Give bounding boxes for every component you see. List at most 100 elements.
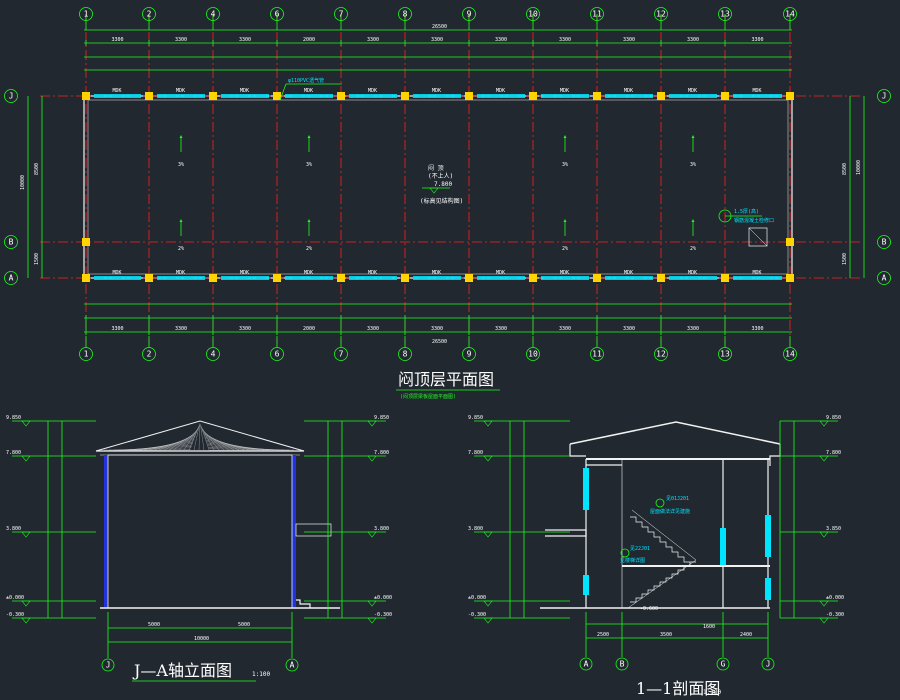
plan-column (145, 274, 153, 282)
plan-column (465, 274, 473, 282)
axis-label-top: 4 (211, 10, 216, 19)
axis-label-bottom: 12 (656, 350, 666, 359)
slope-arrows: 3%2%3%2%3%2%3%2% (178, 135, 696, 252)
level-label-left: ±0.000 (468, 595, 486, 601)
plan-column (529, 92, 537, 100)
plan-column (273, 274, 281, 282)
elev-step (296, 599, 311, 608)
axis-label-top: 13 (720, 10, 730, 19)
span-dim-top: 3300 (239, 37, 251, 43)
span-dim-top: 2000 (303, 37, 315, 43)
window-label: MDK (240, 88, 249, 94)
level-mark-icon (367, 617, 377, 624)
level-label-right: ±0.000 (374, 595, 392, 601)
axis-label-bottom: 6 (275, 350, 280, 359)
section-scale: 1:100 (703, 689, 721, 696)
sect-axis-bubble (615, 657, 629, 671)
stair-level: -0.600 (640, 606, 658, 612)
plan-column (786, 238, 794, 246)
span-dim-bottom: 3300 (367, 326, 379, 332)
level-mark-icon (819, 600, 829, 607)
plan-column (721, 92, 729, 100)
level-label-right: 7.800 (374, 450, 389, 456)
axis-bubble (783, 347, 797, 361)
level-label-right: 9.850 (374, 415, 389, 421)
axis-bubble (877, 235, 891, 249)
level-mark-icon (21, 617, 31, 624)
plan-window (94, 94, 141, 98)
plan-window (285, 94, 333, 98)
level-mark-icon (819, 420, 829, 427)
dim-side-10000: 10000 (20, 175, 26, 190)
plan-window (157, 94, 205, 98)
axis-bubble (654, 7, 668, 21)
roof-tile-line (183, 427, 199, 451)
axis-label-bottom: 2 (147, 350, 152, 359)
axis-bubble (877, 271, 891, 285)
sect-window-J-lower (765, 578, 771, 600)
center-level: 7.800 (434, 181, 452, 188)
level-mark-icon (21, 455, 31, 462)
elev-wall (107, 454, 293, 609)
axis-label-top: 6 (275, 10, 280, 19)
slope-arrow-head (307, 219, 311, 222)
window-label: MDK (688, 270, 697, 276)
sect-note-2: 屋面做法详见建施 (650, 508, 690, 515)
roof-tile-line (208, 447, 285, 451)
sect-axis-bubble (579, 657, 593, 671)
plan-column (209, 92, 217, 100)
section-drawing: -0.600 见01J201 屋面做法详见建施 见22J01 见楼梯详图 9.8… (468, 415, 844, 698)
sect-window-G (720, 528, 726, 566)
plan-window (349, 94, 397, 98)
slope-arrow-head (563, 135, 567, 138)
plan-column (82, 274, 90, 282)
axis-bubble (526, 7, 540, 21)
roof-tile-line (158, 434, 196, 451)
elevation-title: J—A轴立面图 (132, 661, 232, 680)
dim-side-right-1500: 1500 (842, 253, 848, 265)
axis-bubble (4, 89, 18, 103)
window-label: MDK (176, 88, 185, 94)
axis-bubble (526, 347, 540, 361)
axis-label-bottom: 4 (211, 350, 216, 359)
sect-note-4: 见楼梯详图 (620, 557, 645, 564)
plan-column (465, 92, 473, 100)
axis-bubble (398, 7, 412, 21)
level-label-left: 9.850 (6, 415, 21, 421)
plan-window (413, 94, 461, 98)
axis-label-top: 12 (656, 10, 666, 19)
span-dim-bottom: 3300 (559, 326, 571, 332)
axis-label-top: 9 (467, 10, 472, 19)
level-label-left: 3.800 (468, 526, 483, 532)
axis-bubble (783, 7, 797, 21)
callout-leader-top (279, 83, 287, 101)
sect-stair (627, 509, 697, 609)
slope-label: 3% (562, 162, 568, 168)
level-mark-icon (483, 455, 493, 462)
slope-label: 3% (178, 162, 184, 168)
window-label: MDK (560, 270, 569, 276)
slope-label: 2% (562, 246, 568, 252)
level-label-left: 7.800 (6, 450, 21, 456)
roof-tile-line (200, 424, 205, 451)
plan-column (209, 274, 217, 282)
level-mark-icon (819, 531, 829, 538)
sect-note-3: 见22J01 (630, 546, 650, 552)
axis-label-bottom: 14 (785, 350, 795, 359)
slope-arrow-head (307, 135, 311, 138)
axis-bubble (654, 347, 668, 361)
plan-column (401, 274, 409, 282)
elev-axis-A: A (290, 661, 295, 670)
sect-note-1: 见01J201 (666, 496, 689, 502)
level-mark-icon (367, 600, 377, 607)
level-mark-icon (483, 600, 493, 607)
sect-window-A-lower (583, 575, 589, 595)
window-label: MDK (560, 88, 569, 94)
elev-canopy (295, 523, 332, 537)
axis-bubble (79, 347, 93, 361)
